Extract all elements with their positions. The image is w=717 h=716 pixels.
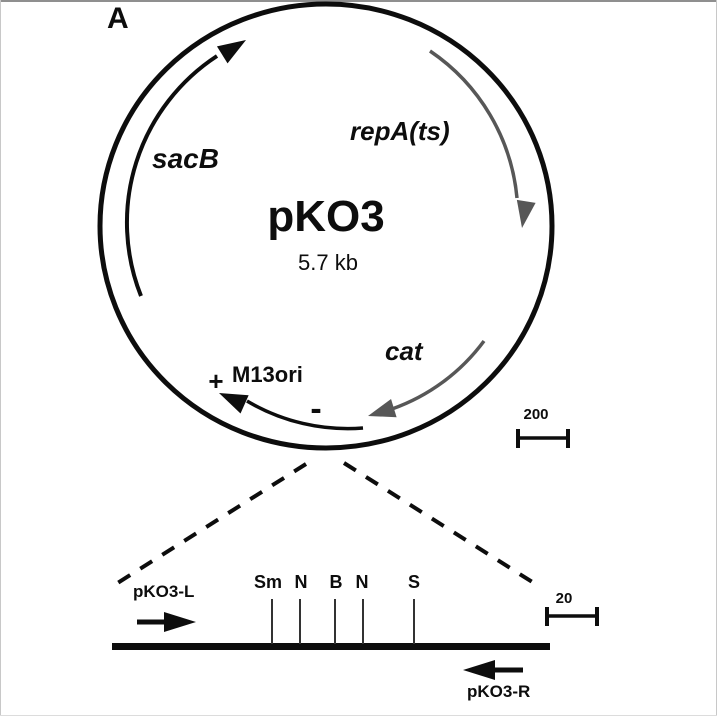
plasmid-scale-bar: 200 bbox=[516, 406, 570, 448]
panel-label: A bbox=[107, 2, 129, 35]
primer-right-label: pKO3-R bbox=[467, 682, 530, 701]
repA-arrow-arc bbox=[429, 49, 519, 199]
sacB-arrow bbox=[124, 40, 246, 297]
leader-dashed-right bbox=[342, 461, 539, 587]
leader-dashed-left bbox=[114, 462, 308, 586]
plasmid-backbone-circle bbox=[97, 1, 555, 451]
repA-arrowhead-icon bbox=[516, 199, 536, 228]
restriction-site-ticks bbox=[271, 599, 415, 644]
restriction-site-labels: Sm N B N S bbox=[254, 572, 420, 592]
plasmid-name: pKO3 bbox=[267, 192, 384, 241]
primer-left-label: pKO3-L bbox=[133, 582, 194, 601]
cat-label: cat bbox=[385, 336, 424, 366]
m13ori-minus-sign: - bbox=[310, 390, 321, 428]
primer-left-arrowhead-icon bbox=[164, 612, 196, 632]
primer-right-arrowhead-icon bbox=[463, 660, 495, 680]
primer-left: pKO3-L bbox=[133, 582, 196, 632]
sacB-arrow-arc bbox=[124, 54, 219, 297]
cat-arrow bbox=[368, 339, 486, 418]
m13ori-arrow bbox=[219, 393, 364, 431]
linear-insert-map: Sm N B N S pKO3-L pKO3-R 20 bbox=[112, 572, 599, 701]
insert-backbone-line bbox=[112, 643, 550, 650]
site-label-B: B bbox=[330, 572, 343, 592]
site-label-S: S bbox=[408, 572, 420, 592]
zoom-leader-lines bbox=[114, 461, 539, 587]
cat-arrowhead-icon bbox=[368, 399, 397, 418]
cat-arrow-arc bbox=[391, 339, 486, 411]
plasmid-size: 5.7 kb bbox=[298, 250, 358, 275]
m13ori-label: M13ori bbox=[232, 362, 303, 387]
repA-label: repA(ts) bbox=[350, 116, 450, 146]
m13ori-arrowhead-icon bbox=[219, 393, 249, 414]
plasmid-circle-map: sacB repA(ts) pKO3 5.7 kb cat M13ori + - bbox=[97, 1, 555, 451]
site-label-N2: N bbox=[356, 572, 369, 592]
insert-scale-bar: 20 bbox=[545, 590, 599, 626]
insert-scale-label: 20 bbox=[556, 590, 573, 607]
m13ori-arrow-arc bbox=[246, 399, 364, 431]
sacB-label: sacB bbox=[152, 143, 219, 174]
sacB-arrowhead-icon bbox=[216, 40, 246, 64]
site-label-Sm: Sm bbox=[254, 572, 282, 592]
primer-right: pKO3-R bbox=[463, 660, 530, 701]
m13ori-plus-sign: + bbox=[208, 366, 223, 396]
site-label-N1: N bbox=[295, 572, 308, 592]
repA-arrow bbox=[429, 49, 536, 228]
plasmid-scale-label: 200 bbox=[523, 406, 548, 423]
